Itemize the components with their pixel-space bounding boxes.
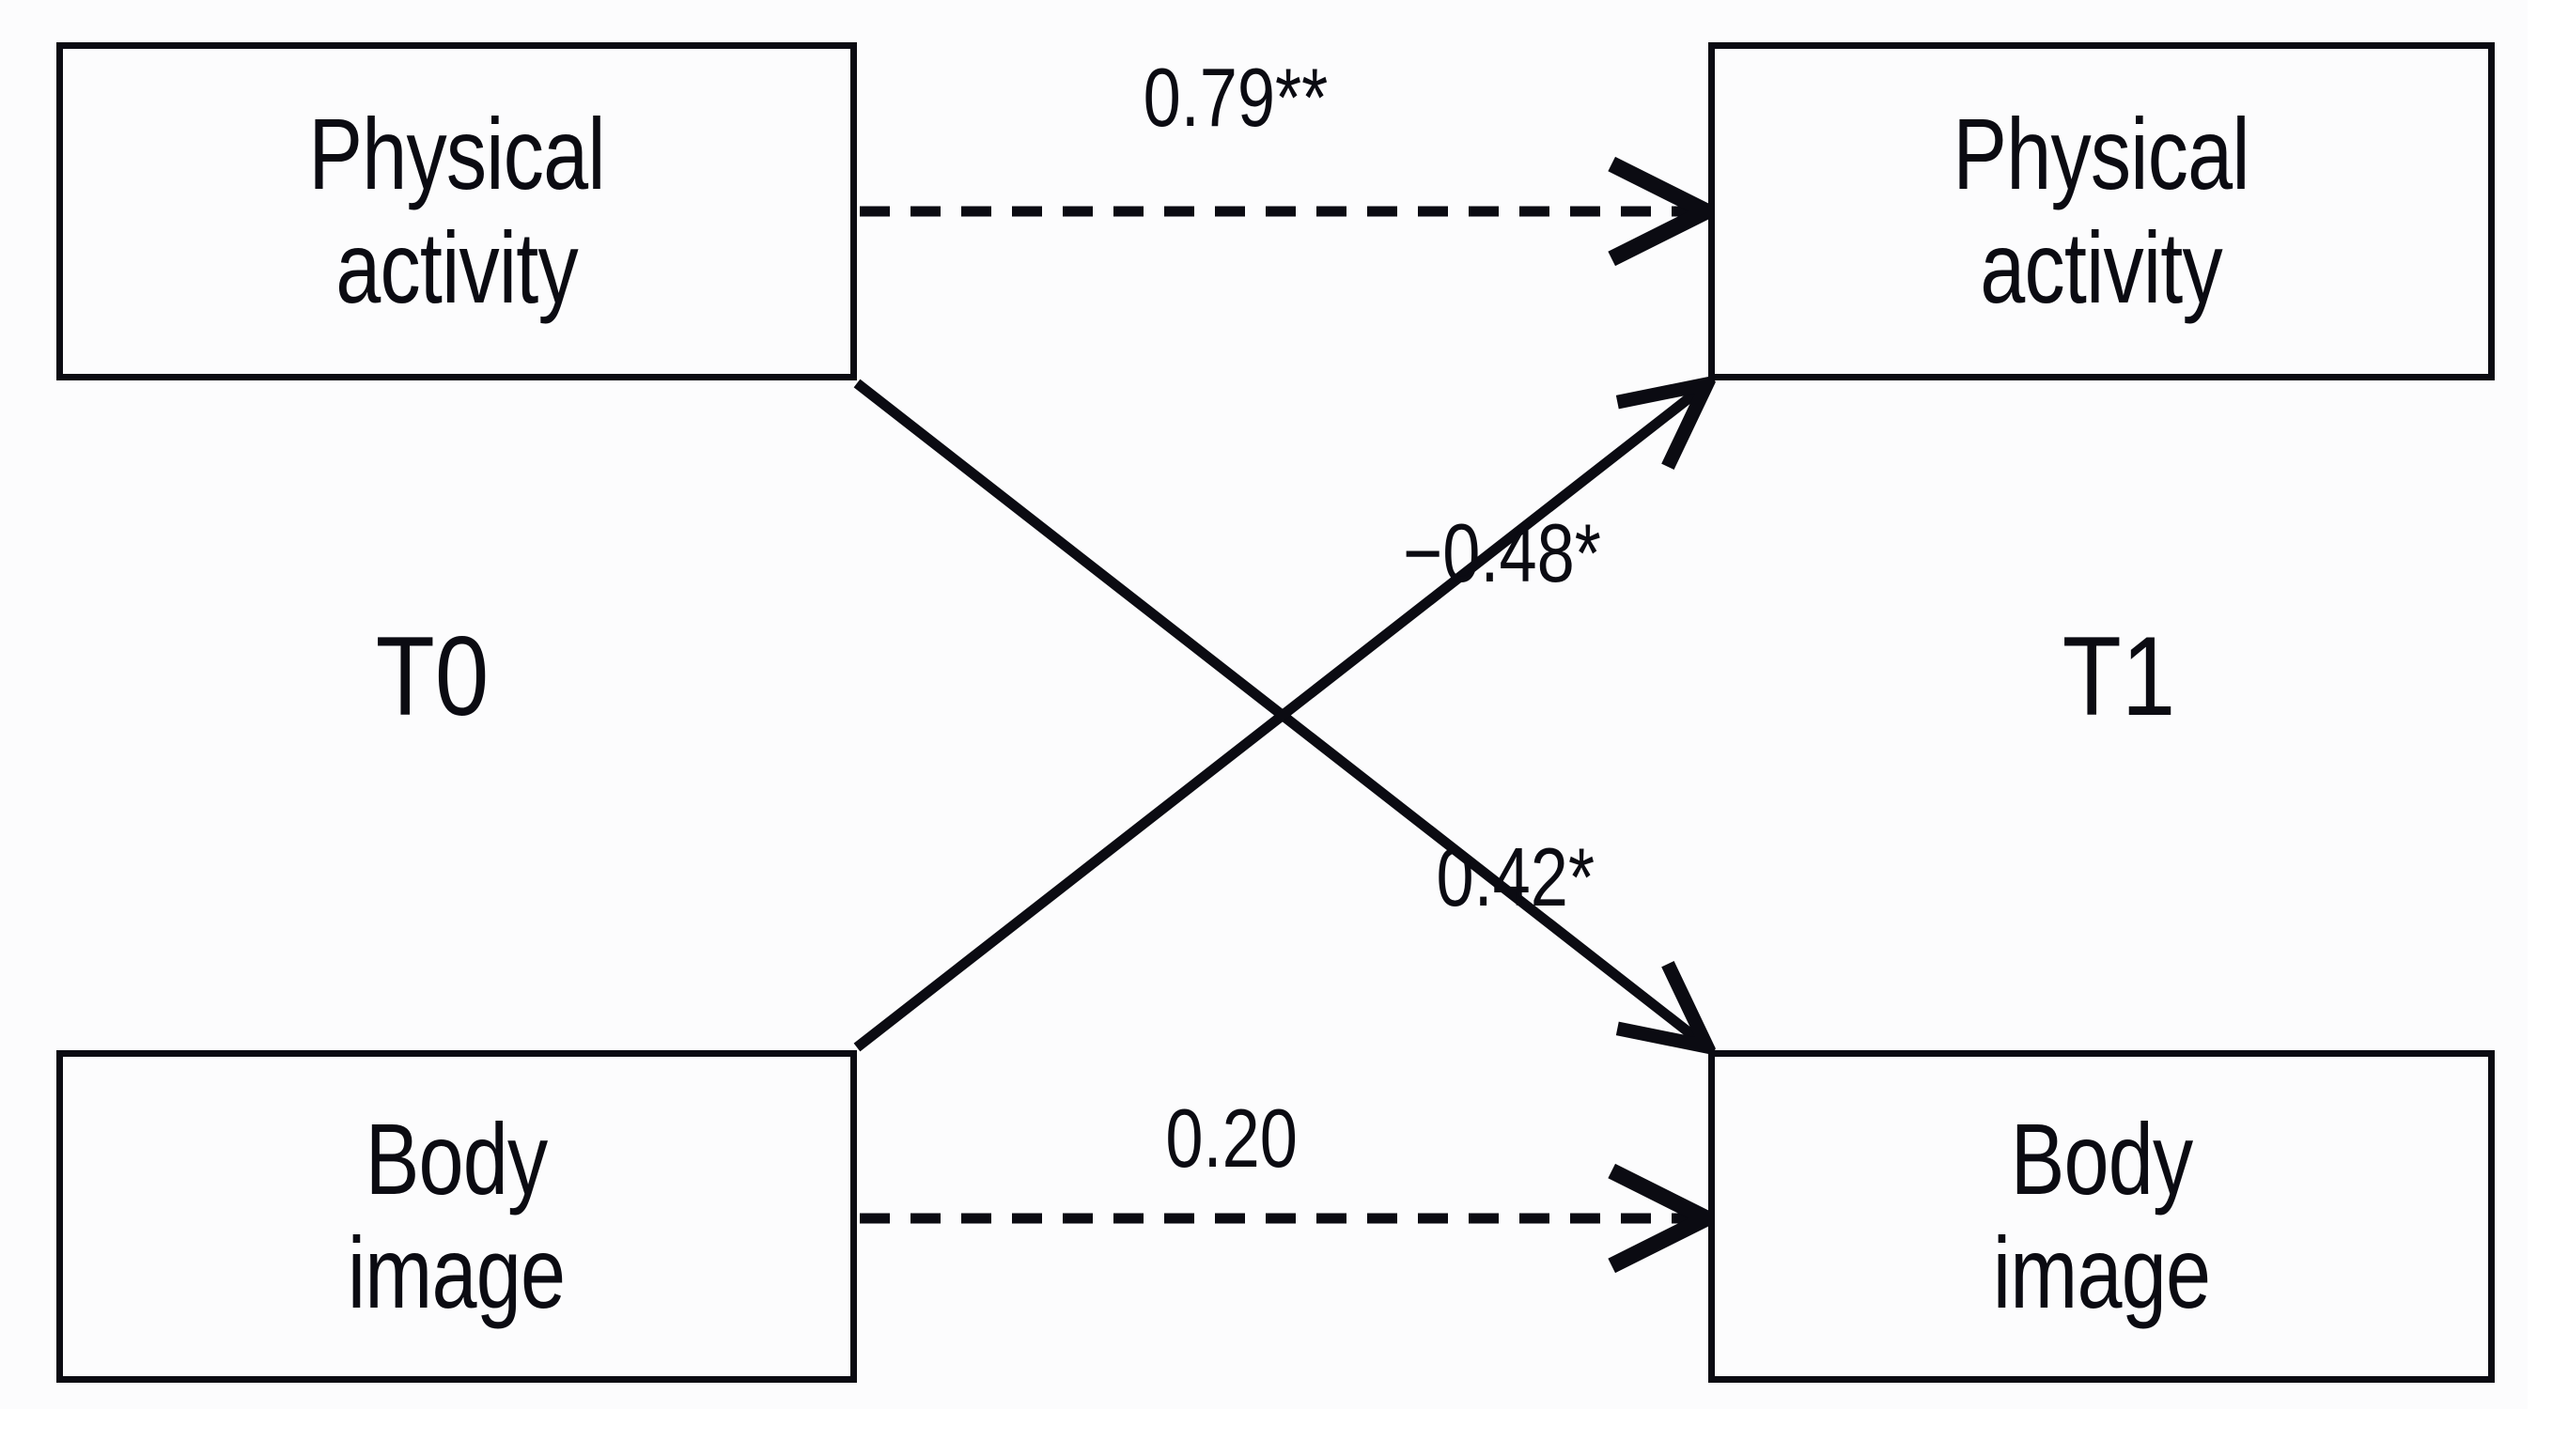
node-body-image-t1[interactable]: Body image: [1708, 1050, 2495, 1383]
node-label-body-image-t0: Body image: [348, 1102, 566, 1329]
node-body-image-t0[interactable]: Body image: [56, 1050, 857, 1383]
node-physical-activity-t1[interactable]: Physical activity: [1708, 42, 2495, 380]
time-label-t1: T1: [2062, 613, 2176, 739]
node-label-body-image-t1: Body image: [1992, 1102, 2211, 1329]
path-coefficient-autoregressive-body-image: 0.20: [1165, 1092, 1298, 1185]
node-label-physical-activity-t1: Physical activity: [1953, 97, 2250, 324]
node-physical-activity-t0[interactable]: Physical activity: [56, 42, 857, 380]
time-label-t0: T0: [375, 613, 490, 739]
path-coefficient-autoregressive-physical-activity: 0.79**: [1143, 51, 1329, 144]
node-label-physical-activity-t0: Physical activity: [308, 97, 605, 324]
path-coefficient-cross-lagged-pa-to-body-image: 0.42*: [1436, 830, 1595, 923]
path-coefficient-cross-lagged-body-image-to-pa: −0.48*: [1403, 506, 1601, 599]
path-arrow-cross-lagged-body-image-to-pa: [853, 386, 1704, 1052]
